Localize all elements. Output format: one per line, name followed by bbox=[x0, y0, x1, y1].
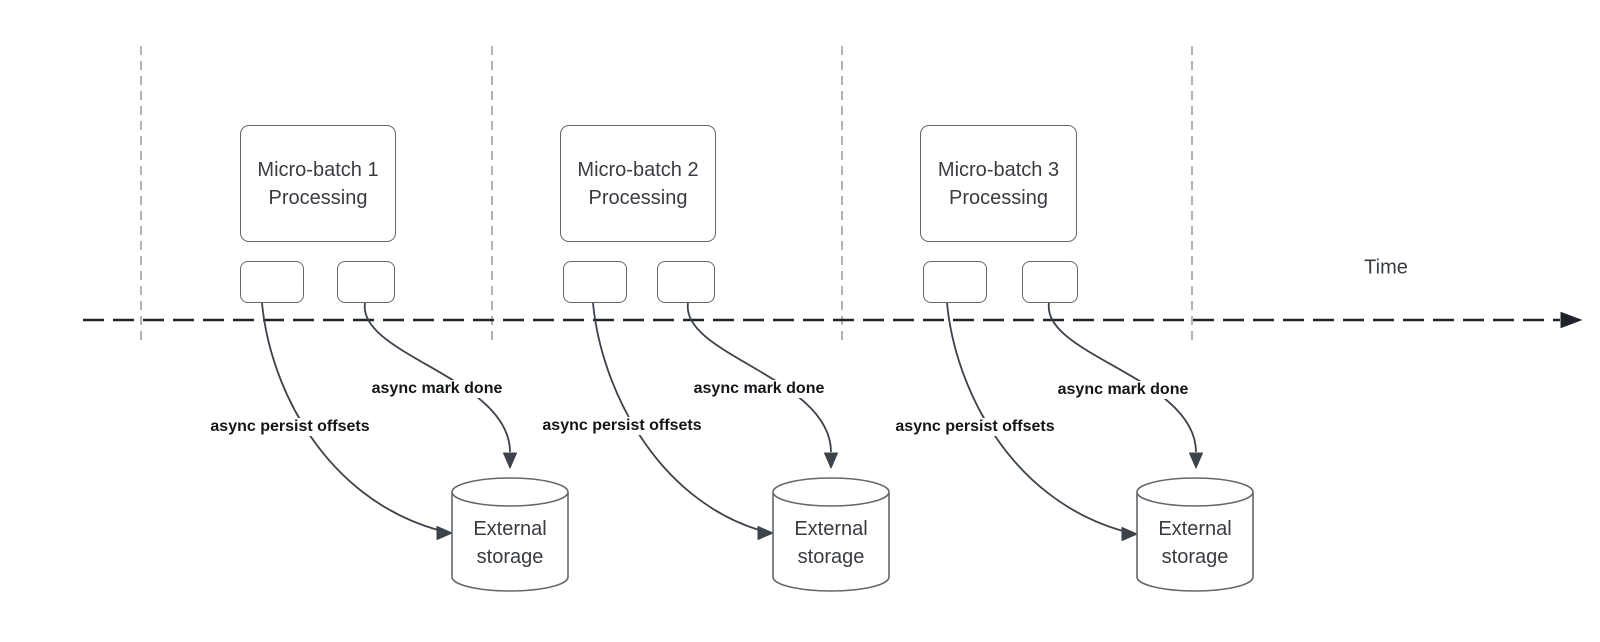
time-axis-arrowhead-icon bbox=[1560, 311, 1583, 329]
external-storage-label-1-line1: External bbox=[473, 518, 547, 540]
persist-offsets-arrowhead-icon-3 bbox=[1121, 527, 1138, 541]
micro-batch-3-title-line1: Micro-batch 3 bbox=[937, 158, 1060, 181]
micro-batch-1-offsets-task-box bbox=[240, 261, 304, 303]
micro-batch-1-title-line1: Micro-batch 1 bbox=[257, 158, 379, 181]
time-label: Time bbox=[1364, 256, 1408, 279]
persist-offsets-arrowhead-icon-1 bbox=[436, 526, 453, 540]
persist-offsets-arrowhead-icon-2 bbox=[757, 526, 774, 540]
mark-done-label-1: async mark done bbox=[368, 380, 506, 398]
mark-done-curve-1 bbox=[364, 302, 511, 453]
external-storage-label-2-line1: External bbox=[794, 518, 868, 540]
external-storage-label-3-line2: storage bbox=[1161, 546, 1229, 568]
micro-batch-3-title-line2: Processing bbox=[949, 186, 1048, 209]
micro-batch-2-title-line2: Processing bbox=[588, 186, 688, 209]
micro-batch-2-title-line1: Micro-batch 2 bbox=[577, 158, 699, 181]
persist-offsets-curve-1 bbox=[261, 302, 439, 531]
external-storage-cylinder-3 bbox=[1136, 477, 1254, 592]
mark-done-arrowhead-icon-3 bbox=[1189, 452, 1203, 469]
persist-offsets-curve-2 bbox=[592, 302, 760, 531]
external-storage-label-2-line2: storage bbox=[797, 546, 865, 568]
external-storage-label-3-line1: External bbox=[1158, 518, 1232, 540]
micro-batch-1-title-line2: Processing bbox=[268, 186, 368, 209]
mark-done-label-3: async mark done bbox=[1054, 381, 1192, 399]
persist-offsets-curve-3 bbox=[946, 302, 1124, 532]
external-storage-cylinder-2 bbox=[772, 477, 890, 592]
micro-batch-2-offsets-task-box bbox=[563, 261, 627, 303]
micro-batch-2-mark-done-task-box bbox=[657, 261, 715, 303]
mark-done-arrowhead-icon-1 bbox=[503, 452, 517, 469]
external-storage-label-2: External storage bbox=[794, 515, 867, 571]
persist-offsets-label-3: async persist offsets bbox=[892, 418, 1058, 436]
micro-batch-3-offsets-task-box bbox=[923, 261, 987, 303]
external-storage-label-1: External storage bbox=[473, 515, 546, 571]
micro-batch-1-mark-done-task-box bbox=[337, 261, 395, 303]
persist-offsets-label-1: async persist offsets bbox=[207, 418, 373, 436]
external-storage-label-3: External storage bbox=[1158, 515, 1231, 571]
micro-batch-2-processing-box: Micro-batch 2 Processing bbox=[560, 125, 716, 242]
mark-done-label-2: async mark done bbox=[690, 380, 828, 398]
external-storage-label-1-line2: storage bbox=[476, 546, 544, 568]
mark-done-arrowhead-icon-2 bbox=[824, 452, 838, 469]
micro-batch-3-processing-box: Micro-batch 3 Processing bbox=[920, 125, 1077, 242]
external-storage-cylinder-1 bbox=[451, 477, 569, 592]
micro-batch-3-mark-done-task-box bbox=[1022, 261, 1078, 303]
mark-done-curve-2 bbox=[687, 302, 832, 453]
micro-batch-1-processing-box: Micro-batch 1 Processing bbox=[240, 125, 396, 242]
persist-offsets-label-2: async persist offsets bbox=[539, 417, 705, 435]
mark-done-curve-3 bbox=[1048, 302, 1197, 453]
